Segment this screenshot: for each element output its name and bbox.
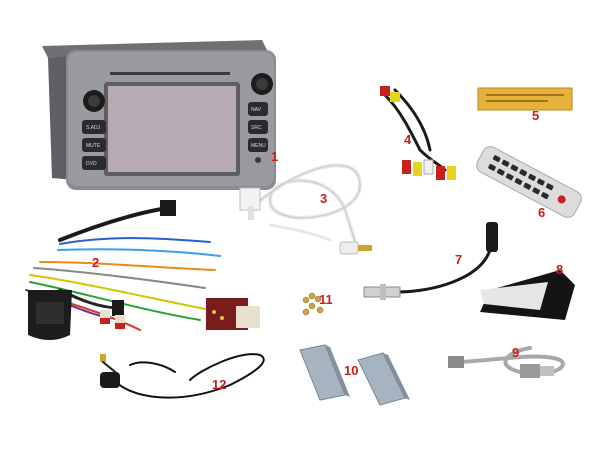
- callout-number: 7: [455, 252, 463, 267]
- callout-number: 10: [344, 363, 359, 378]
- button-label-dvd: DVD: [86, 161, 97, 167]
- callout-number: 12: [212, 377, 227, 392]
- callout-number: 9: [512, 345, 520, 360]
- gps-antenna-icon: [100, 353, 265, 399]
- remote-control-icon: [476, 146, 582, 218]
- button-label-menu: MENU: [251, 143, 266, 149]
- wiring-harness-icon: [25, 200, 260, 340]
- button-label-src: SRC: [251, 125, 262, 131]
- warranty-card-icon: [477, 87, 573, 111]
- adhesive-pad-icon: [480, 270, 575, 320]
- callout-number: 11: [319, 292, 333, 307]
- callout-number: 5: [532, 108, 540, 123]
- button-label-mute: MUTE: [86, 143, 101, 149]
- callout-number: 6: [538, 205, 546, 220]
- screws-icon: [302, 292, 324, 316]
- button-label-nav: NAV: [251, 107, 262, 113]
- button-label-s-adj: S.ADJ: [86, 125, 101, 131]
- mounting-brackets-icon: [299, 344, 410, 406]
- antenna-adapter-icon: [363, 222, 498, 300]
- usb-cable-icon: [448, 346, 565, 378]
- callout-number: 3: [320, 191, 328, 206]
- callout-number: 1: [271, 149, 279, 164]
- head-unit-icon: S.ADJ MUTE DVD NAV SRC MENU: [42, 40, 276, 190]
- rca-cable-icon: [380, 86, 456, 180]
- callout-number: 4: [404, 132, 412, 147]
- callout-number: 2: [92, 255, 100, 270]
- ipod-cable-icon: [239, 163, 372, 255]
- callout-number: 8: [556, 262, 564, 277]
